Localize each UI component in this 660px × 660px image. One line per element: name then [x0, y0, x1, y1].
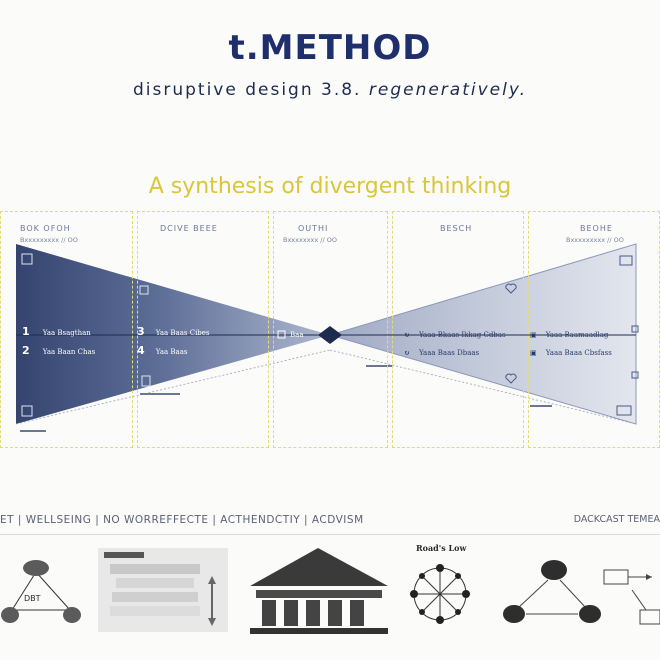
item-label: Yaaa Bkaas Ikkag Cdbas [418, 331, 506, 339]
temple-thumbnail [250, 548, 388, 634]
dbt-thumbnail [1, 560, 81, 623]
phase-panel-3 [273, 211, 388, 448]
item-label: Yaaa Baamaadlag [545, 331, 609, 339]
heart-icon [505, 283, 517, 294]
methods-thumbnails [1, 548, 660, 634]
page-title: t.METHOD [228, 28, 432, 68]
left-item-2: 2 Yaa Baan Chas [22, 339, 95, 358]
item-label: Yaaa Baas Dbaas [418, 349, 480, 357]
converge-diverge-diagram [15, 243, 639, 432]
converge-triangle [16, 244, 330, 424]
divider [0, 534, 660, 535]
stack-icon [619, 255, 633, 266]
phase-sub-3: Bxxxxxxxx // OO [283, 236, 337, 244]
center-label: Baa [290, 331, 304, 339]
item-number: 3 [137, 325, 145, 338]
item-number: 1 [22, 325, 30, 338]
subtitle-italic: regeneratively. [368, 80, 527, 100]
heart-icon [505, 373, 517, 384]
stack-icon [616, 405, 632, 416]
phase-sub-1: Bxxxxxxxxx // OO [20, 236, 78, 244]
phase-title-4: BESCH [440, 224, 473, 233]
left-item-1: 1 Yaa Bsagthan [22, 320, 91, 339]
right-item-1: ↻ Yaaa Bkaas Ikkag Cdbas [404, 330, 506, 339]
backcast-label: DACKCAST TEMEA [573, 514, 660, 525]
right-item-3: ▣ Yaaa Baamaadlag [530, 331, 609, 339]
panel-icon [139, 285, 149, 295]
headline: A synthesis of divergent thinking [148, 174, 512, 199]
left-item-3: 3 Yaa Baas Cibes [137, 320, 210, 339]
diverge-triangle [328, 243, 637, 425]
phase-title-2: DCIVE BEEE [160, 224, 218, 233]
corner-icon-tl [21, 253, 33, 265]
phase-sub-5: Bxxxxxxxxx // OO [566, 236, 624, 244]
phase-panel-2 [137, 211, 269, 448]
item-label: Yaa Bsagthan [42, 329, 91, 337]
phase-title-3: OUTHI [298, 224, 329, 233]
pyramid-thumbnail [98, 548, 228, 632]
values-bar: ET | WELLSEING | NO WORREFFECTE | ACTHEN… [0, 514, 364, 526]
item-number: 4 [137, 344, 145, 357]
panel-icon [141, 375, 151, 387]
phase-title-5: BEOHE [580, 224, 613, 233]
item-label: Yaaa Baaa Cbsfass [545, 349, 612, 357]
flow-thumbnail [603, 569, 660, 625]
center-node-icon [318, 326, 342, 344]
dbt-label: DBT [24, 594, 41, 603]
item-label: Yaa Baan Chas [42, 348, 96, 356]
phase-title-1: BOK OFOH [20, 224, 71, 233]
phase-panel-4 [392, 211, 524, 448]
item-number: 2 [22, 344, 30, 357]
right-item-2: ↻ Yaaa Baas Dbaas [404, 348, 480, 357]
phase-panel-1 [0, 211, 133, 448]
roads-title: Road's Low [416, 543, 467, 553]
network-thumbnail [410, 564, 470, 624]
item-label: Yaa Baas [155, 348, 188, 356]
left-item-4: 4 Yaa Baas [137, 339, 187, 358]
corner-icon-bl [21, 405, 33, 417]
page-subtitle: disruptive design 3.8. regeneratively. [0, 80, 660, 100]
subtitle-main: disruptive design 3.8. [132, 80, 362, 100]
right-item-4: ▣ Yaaa Baaa Cbsfass [530, 349, 612, 357]
item-label: Yaa Baas Cibes [155, 329, 210, 337]
cycle-thumbnail [503, 560, 601, 623]
